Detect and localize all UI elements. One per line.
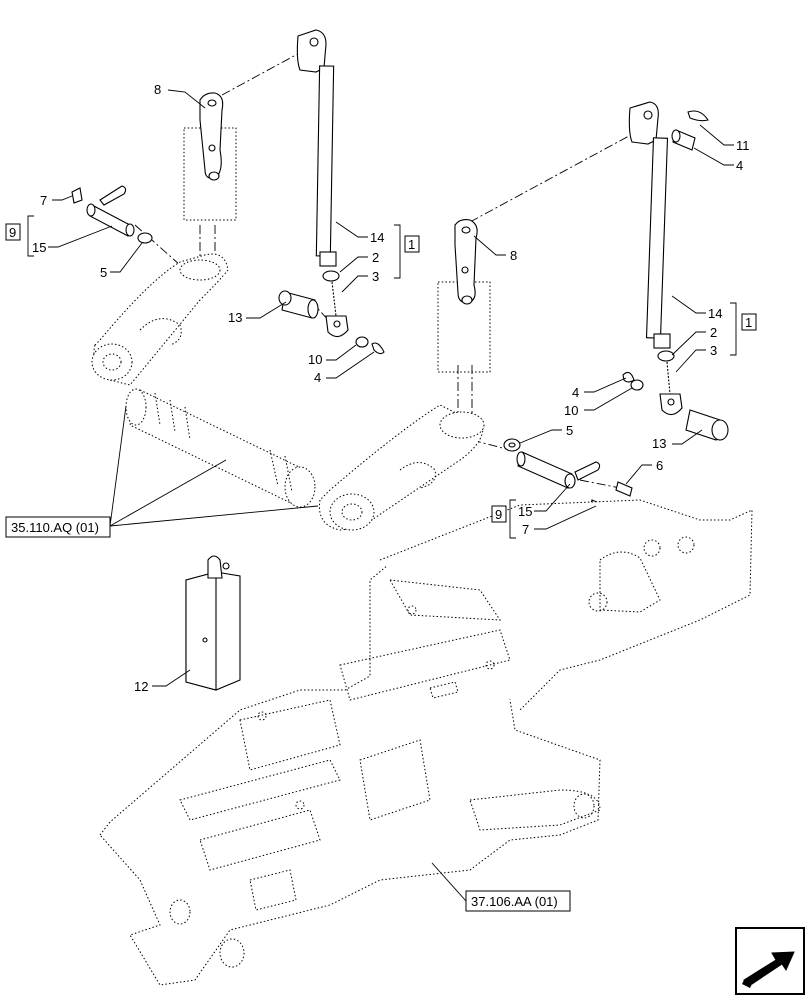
- callout-1-right: 1: [745, 315, 752, 330]
- callout-3-right: 3: [710, 343, 717, 358]
- split-pin-left: [371, 342, 385, 355]
- callout-4-left: 4: [314, 370, 321, 385]
- reference-boxes: 35.110.AQ (01) 37.106.AA (01): [5, 516, 571, 912]
- ref-box-frame[interactable]: [465, 890, 571, 912]
- leader-lines: [48, 89, 734, 902]
- right-lift-arm: [318, 404, 485, 531]
- top-link-bracket-left: [199, 92, 224, 181]
- washer-left: [355, 336, 369, 348]
- callout-10-left: 10: [308, 352, 322, 367]
- callout-14-right: 14: [708, 306, 722, 321]
- callout-15-left: 15: [32, 240, 46, 255]
- callout-4-right-top: 4: [736, 158, 743, 173]
- callout-labels: 8 7 15 9 5 14 1 2 3 13 10 4 8 11 4 14 1 …: [5, 82, 757, 694]
- callout-8-right: 8: [510, 248, 517, 263]
- clevis-pin-left: [278, 290, 319, 319]
- top-link-bracket-right: [454, 219, 478, 305]
- callout-13-left: 13: [228, 310, 242, 325]
- callout-1-left: 1: [408, 237, 415, 252]
- rear-frame: [99, 499, 753, 986]
- callout-9-left: 9: [9, 225, 16, 240]
- callout-3-left: 3: [372, 269, 379, 284]
- callout-9-right: 9: [495, 507, 502, 522]
- split-pin-right: [622, 371, 635, 383]
- callout-11-right: 11: [736, 138, 750, 153]
- ref-label-lift-arms[interactable]: 35.110.AQ (01): [11, 520, 99, 535]
- callout-1-left-box: [404, 235, 420, 253]
- group-brackets: [27, 215, 737, 539]
- lift-rod-left: [296, 29, 349, 338]
- callout-6-right: 6: [656, 458, 663, 473]
- splined-cross-shaft: [125, 388, 316, 508]
- ref-label-frame[interactable]: 37.106.AA (01): [471, 894, 558, 909]
- washer-5-hole: [508, 442, 516, 448]
- next-page-arrow-icon[interactable]: [735, 927, 805, 995]
- callout-8-left: 8: [154, 82, 161, 97]
- lift-rod-right: [628, 101, 683, 416]
- callout-15-right: 15: [518, 504, 532, 519]
- pin-and-clip-right-top: [671, 110, 709, 151]
- ref-box-lift-arms[interactable]: [5, 516, 111, 538]
- callout-2-left: 2: [372, 250, 379, 265]
- callout-1-right-box: [741, 313, 757, 331]
- callout-12: 12: [134, 679, 148, 694]
- callout-7-right: 7: [522, 522, 529, 537]
- washer-right: [630, 379, 644, 391]
- callout-10-right: 10: [564, 403, 578, 418]
- callout-2-right: 2: [710, 325, 717, 340]
- pivot-pin-left: [71, 185, 153, 244]
- clevis-pin-right: [685, 409, 729, 441]
- left-lift-arm: [91, 253, 229, 386]
- callout-5-left: 5: [100, 265, 107, 280]
- callout-4-right-mid: 4: [572, 385, 579, 400]
- support-bracket: [185, 555, 241, 691]
- callout-13-right: 13: [652, 436, 666, 451]
- callout-5-right: 5: [566, 423, 573, 438]
- callout-9-right-box: [491, 505, 507, 523]
- callout-14-left: 14: [370, 230, 384, 245]
- callout-7-left: 7: [40, 193, 47, 208]
- callout-9-left-box: [5, 223, 21, 241]
